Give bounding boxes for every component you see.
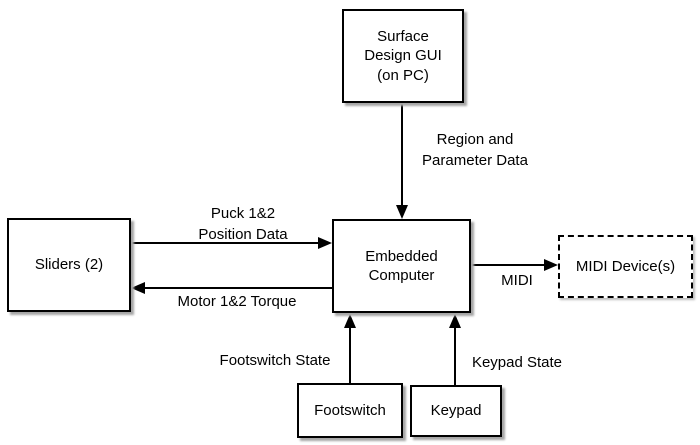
node-footswitch-label: Footswitch: [314, 401, 386, 419]
node-keypad-label: Keypad: [430, 402, 482, 420]
keypad-state-arrow: [449, 314, 461, 386]
node-midi-devices: MIDI Device(s): [558, 235, 693, 298]
node-sliders: Sliders (2): [7, 218, 131, 312]
edge-label-midi: MIDI: [501, 272, 533, 289]
edge-label-region-parameter-data: Region and Parameter Data: [422, 131, 528, 169]
edge-label-motor-torque: Motor 1&2 Torque: [177, 293, 297, 310]
node-sliders-label: Sliders (2): [34, 256, 104, 274]
node-surface-design-gui-label: Surface Design GUI (on PC): [364, 27, 442, 84]
edge-label-footswitch-state: Footswitch State: [219, 352, 331, 369]
node-keypad: Keypad: [410, 385, 502, 437]
node-embedded-computer-label: Embedded Computer: [365, 247, 438, 285]
footswitch-state-arrow: [344, 314, 356, 384]
node-embedded-computer: Embedded Computer: [332, 219, 471, 313]
puck-position-arrow: [130, 237, 332, 249]
edge-label-keypad-state: Keypad State: [471, 354, 563, 371]
midi-arrow: [470, 259, 558, 271]
edge-label-puck-position-data: Puck 1&2 Position Data: [198, 205, 288, 243]
node-surface-design-gui: Surface Design GUI (on PC): [342, 9, 464, 103]
node-footswitch: Footswitch: [297, 383, 403, 438]
node-midi-devices-label: MIDI Device(s): [575, 257, 676, 275]
region-parameter-arrow: [396, 103, 408, 219]
